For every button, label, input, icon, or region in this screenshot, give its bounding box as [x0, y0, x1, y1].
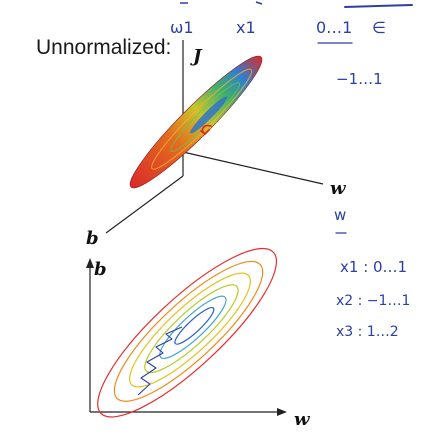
note-right-4: x2 : −1…1	[336, 293, 410, 309]
surface-plot: J b w	[86, 40, 347, 249]
contour-ring	[113, 260, 264, 402]
note-right-2: w	[334, 206, 346, 224]
cost-surface	[129, 55, 263, 189]
contour-b-label: b	[94, 259, 107, 280]
contour-lines	[97, 247, 278, 418]
contour-ring	[128, 272, 252, 388]
contour-x-arrow-icon	[277, 408, 287, 416]
contour-plot: b w	[86, 247, 311, 430]
minimum-annotation-icon	[200, 124, 212, 135]
contour-w-label: w	[294, 409, 311, 430]
note-top-1: ω1	[170, 18, 194, 37]
note-right-1: −1…1	[336, 70, 383, 88]
handwritten-notes: ω1 x1 0…1 ∈ −1…1 w x1 : 0…1 x2 : −1…1 x3…	[170, 18, 410, 340]
contour-ring	[97, 247, 278, 418]
note-top-4: ∈	[372, 18, 386, 37]
note-right-5: x3 : 1…2	[336, 324, 399, 340]
contour-ring	[174, 307, 215, 345]
note-top-3: 0…1	[316, 18, 352, 37]
note-top-2: x1	[236, 18, 256, 37]
note-right-3: x1 : 0…1	[340, 258, 407, 276]
top-ink-fragments	[180, 1, 413, 8]
surface-w-axis	[182, 151, 324, 185]
gradient-descent-path	[137, 326, 183, 396]
surface-b-axis	[105, 175, 184, 234]
title: Unnormalized:	[36, 36, 171, 59]
surface-w-label: w	[330, 178, 347, 199]
contour-ring	[144, 284, 239, 374]
surface-j-label: J	[190, 46, 203, 67]
surface-b-label: b	[86, 228, 99, 249]
contour-y-arrow-icon	[86, 258, 94, 268]
contour-ring	[159, 295, 227, 359]
